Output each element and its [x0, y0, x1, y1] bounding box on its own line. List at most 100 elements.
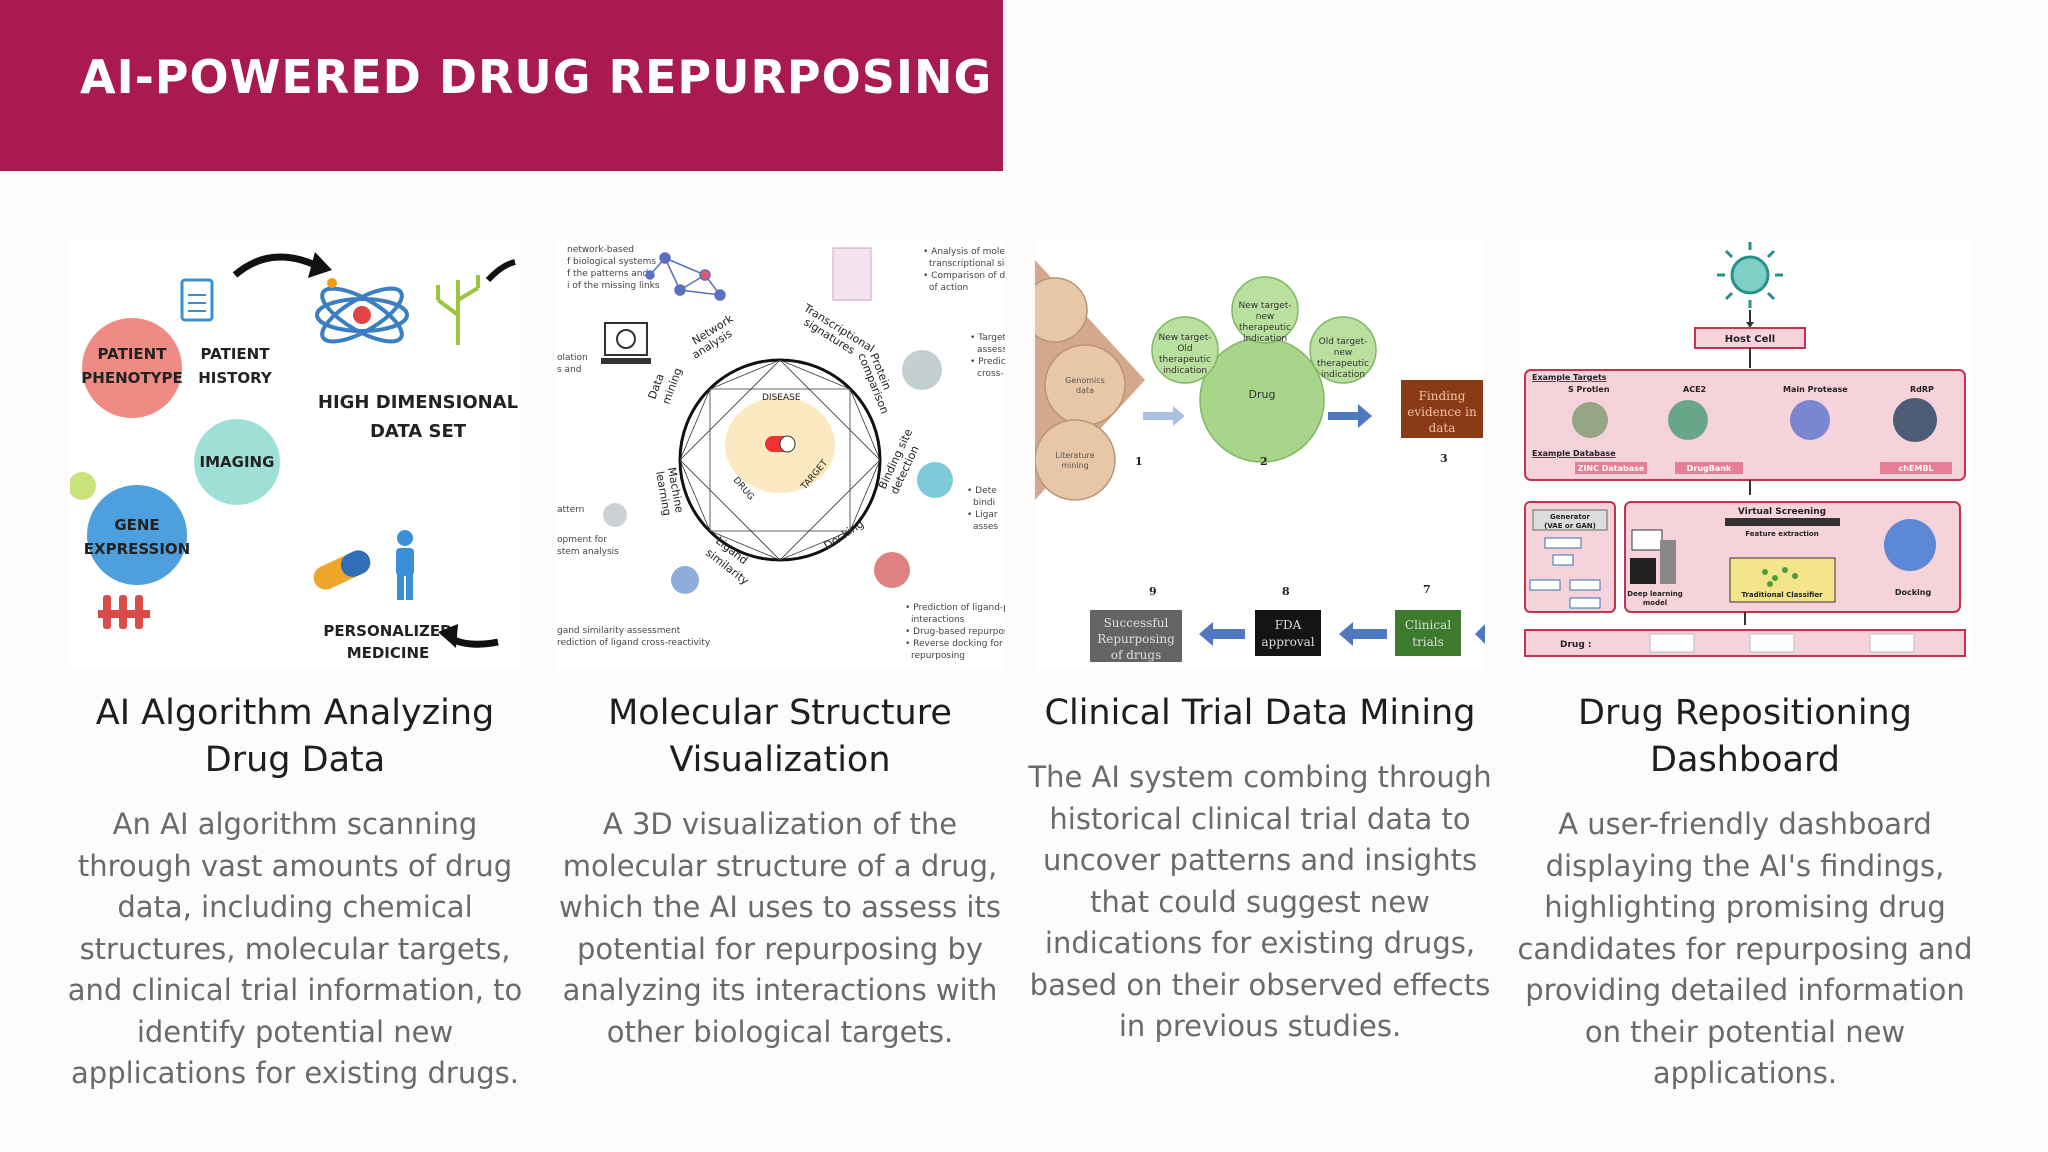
card-description: A 3D visualization of the molecular stru… — [559, 807, 1001, 1049]
svg-text:PHENOTYPE: PHENOTYPE — [81, 369, 182, 387]
svg-text:assess: assess — [977, 345, 1005, 355]
svg-text:Genomics: Genomics — [1065, 376, 1105, 385]
svg-text:attern: attern — [557, 505, 584, 515]
card-description: The AI system combing through historical… — [1028, 760, 1492, 1043]
svg-text:Example Database: Example Database — [1532, 449, 1616, 458]
svg-text:3: 3 — [1440, 452, 1448, 465]
svg-text:New target-: New target- — [1158, 333, 1211, 343]
svg-text:s and: s and — [557, 365, 581, 375]
svg-text:Literature: Literature — [1055, 451, 1094, 460]
svg-text:indication: indication — [1243, 334, 1287, 344]
svg-text:• Analysis of molecu: • Analysis of molecu — [923, 247, 1005, 257]
svg-text:indication: indication — [1321, 370, 1365, 380]
svg-text:of action: of action — [929, 283, 968, 293]
computer-icon — [601, 322, 651, 364]
svg-text:GENE: GENE — [114, 516, 159, 534]
svg-text:data: data — [1076, 386, 1094, 395]
svg-text:2: 2 — [1260, 455, 1268, 468]
svg-text:Example Targets: Example Targets — [1532, 373, 1607, 382]
svg-text:DISEASE: DISEASE — [762, 393, 801, 403]
svg-text:trials: trials — [1412, 635, 1444, 649]
svg-text:• Prediction of ligand-pro: • Prediction of ligand-pro — [905, 603, 1005, 613]
svg-text:asses: asses — [973, 522, 998, 532]
svg-text:• Drug-based repurposing: • Drug-based repurposing — [905, 627, 1005, 637]
svg-text:Host Cell: Host Cell — [1725, 334, 1775, 345]
atom-icon — [315, 278, 409, 344]
svg-text:repurposing: repurposing — [911, 651, 965, 661]
svg-text:therapeutic: therapeutic — [1159, 355, 1211, 365]
svg-text:Old target-: Old target- — [1319, 337, 1368, 347]
svg-text:Generator: Generator — [1550, 513, 1591, 521]
svg-text:network-based: network-based — [567, 245, 634, 255]
svg-text:HIGH DIMENSIONAL: HIGH DIMENSIONAL — [318, 392, 518, 413]
svg-text:PATIENT: PATIENT — [201, 345, 271, 363]
virtual-screening-panel — [1624, 501, 1961, 613]
svg-text:• Predic: • Predic — [970, 357, 1005, 367]
svg-text:Feature extraction: Feature extraction — [1745, 530, 1818, 538]
molecular-structure-illustration: network-based f biological systems f the… — [555, 240, 1005, 670]
card-molecular-structure: network-based f biological systems f the… — [545, 240, 1015, 1053]
clipboard-icon — [180, 278, 214, 322]
svg-text:S Protien: S Protien — [1568, 385, 1610, 394]
svg-text:7: 7 — [1423, 583, 1431, 596]
svg-text:• Dete: • Dete — [967, 486, 997, 496]
svg-text:RdRP: RdRP — [1910, 385, 1934, 394]
svg-text:f biological systems: f biological systems — [567, 257, 656, 267]
svg-text:indication: indication — [1163, 366, 1207, 376]
svg-text:(VAE or GAN): (VAE or GAN) — [1544, 522, 1596, 530]
tree-network-icon — [436, 275, 480, 345]
server-icon — [1630, 529, 1676, 584]
svg-text:PERSONALIZED: PERSONALIZED — [323, 622, 452, 640]
card-description: An AI algorithm scanning through vast am… — [67, 807, 523, 1090]
svg-text:9: 9 — [1149, 585, 1157, 598]
protein-blob-icon — [603, 350, 953, 594]
svg-text:Finding: Finding — [1419, 389, 1466, 403]
svg-text:PATIENT: PATIENT — [98, 345, 168, 363]
svg-text:f the patterns and: f the patterns and — [567, 269, 648, 279]
page-title: AI-POWERED DRUG REPURPOSING — [80, 50, 993, 104]
svg-text:approval: approval — [1261, 635, 1314, 649]
svg-text:Drug: Drug — [1249, 388, 1276, 401]
svg-text:stem analysis: stem analysis — [557, 547, 619, 557]
svg-text:olation: olation — [557, 353, 588, 363]
svg-text:Successful: Successful — [1104, 616, 1169, 630]
svg-text:Main Protease: Main Protease — [1783, 385, 1848, 394]
card-heading: AI Algorithm Analyzing Drug Data — [95, 693, 495, 780]
capsule-icon — [765, 435, 796, 453]
card-ai-algorithm: PATIENT PHENOTYPE PATIENT HISTORY IMAGIN… — [60, 240, 530, 1095]
svg-text:rediction of ligand cross-reac: rediction of ligand cross-reactivity — [557, 638, 711, 648]
svg-text:mining: mining — [660, 366, 685, 406]
svg-text:Repurposing: Repurposing — [1097, 632, 1175, 646]
card-heading: Molecular Structure Visualization — [608, 693, 952, 780]
protein-structure-icon — [1572, 398, 1937, 442]
svg-text:Traditional Classifier: Traditional Classifier — [1741, 591, 1823, 599]
patient-phenotype-circle — [82, 318, 182, 418]
svg-text:Docking: Docking — [822, 517, 867, 552]
docking-protein-icon — [1884, 519, 1936, 571]
test-tubes-icon — [98, 595, 150, 629]
svg-text:Deep learning: Deep learning — [1627, 590, 1682, 598]
card-drug-dashboard: Host Cell Example Targets S Protien ACE2… — [1510, 240, 1980, 1095]
card-heading: Drug Repositioning Dashboard — [1578, 693, 1912, 780]
finding-evidence-box — [1401, 380, 1483, 438]
svg-text:Clinical: Clinical — [1405, 618, 1451, 632]
svg-text:model: model — [1643, 599, 1667, 607]
svg-text:mining: mining — [1061, 461, 1088, 470]
svg-text:evidence in: evidence in — [1407, 405, 1477, 419]
targets-panel — [1524, 369, 1966, 481]
svg-text:of drugs: of drugs — [1111, 648, 1161, 662]
successful-repurposing-box — [1090, 610, 1182, 662]
ai-algorithm-illustration: PATIENT PHENOTYPE PATIENT HISTORY IMAGIN… — [70, 240, 520, 670]
svg-text:therapeutic: therapeutic — [1317, 359, 1369, 369]
gene-expression-circle — [87, 485, 187, 585]
svg-text:IMAGING: IMAGING — [200, 453, 275, 471]
svg-text:Virtual Screening: Virtual Screening — [1738, 507, 1826, 517]
svg-text:• Reverse docking for tar: • Reverse docking for tar — [905, 639, 1005, 649]
imaging-circle — [194, 419, 280, 505]
svg-text:1: 1 — [1135, 455, 1143, 468]
svg-text:DATA SET: DATA SET — [370, 421, 467, 442]
svg-text:• Comparison of dr: • Comparison of dr — [923, 271, 1005, 281]
svg-text:MEDICINE: MEDICINE — [347, 644, 430, 662]
drug-dashboard-illustration: Host Cell Example Targets S Protien ACE2… — [1520, 240, 1970, 670]
